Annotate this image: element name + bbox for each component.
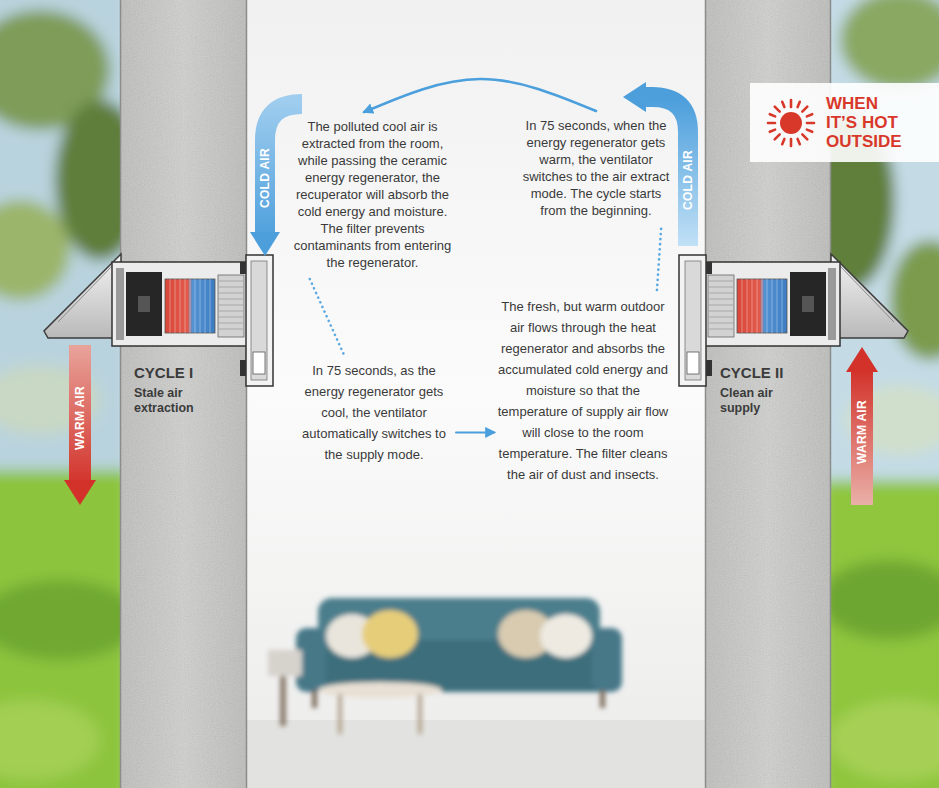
step-text: In 75 seconds, when the energy regenerat… bbox=[520, 117, 672, 219]
step-note: The polluted cool air is extracted from … bbox=[290, 118, 455, 271]
dotted-connector bbox=[310, 279, 344, 354]
cold-air-arrow-left bbox=[250, 104, 302, 256]
ventilator-unit-right bbox=[679, 254, 908, 386]
warm-air-arrow-right bbox=[846, 347, 878, 505]
cycle-subtitle: Clean air supply bbox=[720, 386, 794, 416]
sun-icon bbox=[766, 98, 816, 148]
air-flow-label: COLD AIR bbox=[681, 150, 695, 210]
badge-text: WHEN IT’S HOT OUTSIDE bbox=[826, 94, 908, 151]
step-note: The fresh, but warm outdoor air flows th… bbox=[497, 296, 669, 485]
condition-badge: WHEN IT’S HOT OUTSIDE bbox=[750, 83, 939, 162]
cycle-subtitle: Stale air extraction bbox=[134, 386, 216, 416]
step-note: In 75 seconds, as the energy regenerator… bbox=[298, 360, 450, 465]
air-flow-label: WARM AIR bbox=[73, 386, 87, 450]
step-note: In 75 seconds, when the energy regenerat… bbox=[520, 117, 672, 219]
air-flow-label: COLD AIR bbox=[258, 148, 272, 208]
cycle-title: CYCLE II bbox=[720, 364, 783, 381]
room-interior bbox=[245, 0, 707, 788]
step-text: In 75 seconds, as the energy regenerator… bbox=[298, 360, 450, 465]
step-text: The fresh, but warm outdoor air flows th… bbox=[497, 296, 669, 485]
step-text: The polluted cool air is extracted from … bbox=[290, 118, 455, 271]
cycle-title: CYCLE I bbox=[134, 364, 193, 381]
wall-left bbox=[120, 0, 247, 788]
sofa bbox=[268, 598, 622, 734]
flow-arrow bbox=[364, 79, 596, 112]
warm-air-arrow-left bbox=[64, 345, 96, 505]
flow-arrow bbox=[456, 431, 494, 433]
dotted-connector bbox=[657, 225, 661, 290]
air-flow-label: WARM AIR bbox=[855, 400, 869, 464]
